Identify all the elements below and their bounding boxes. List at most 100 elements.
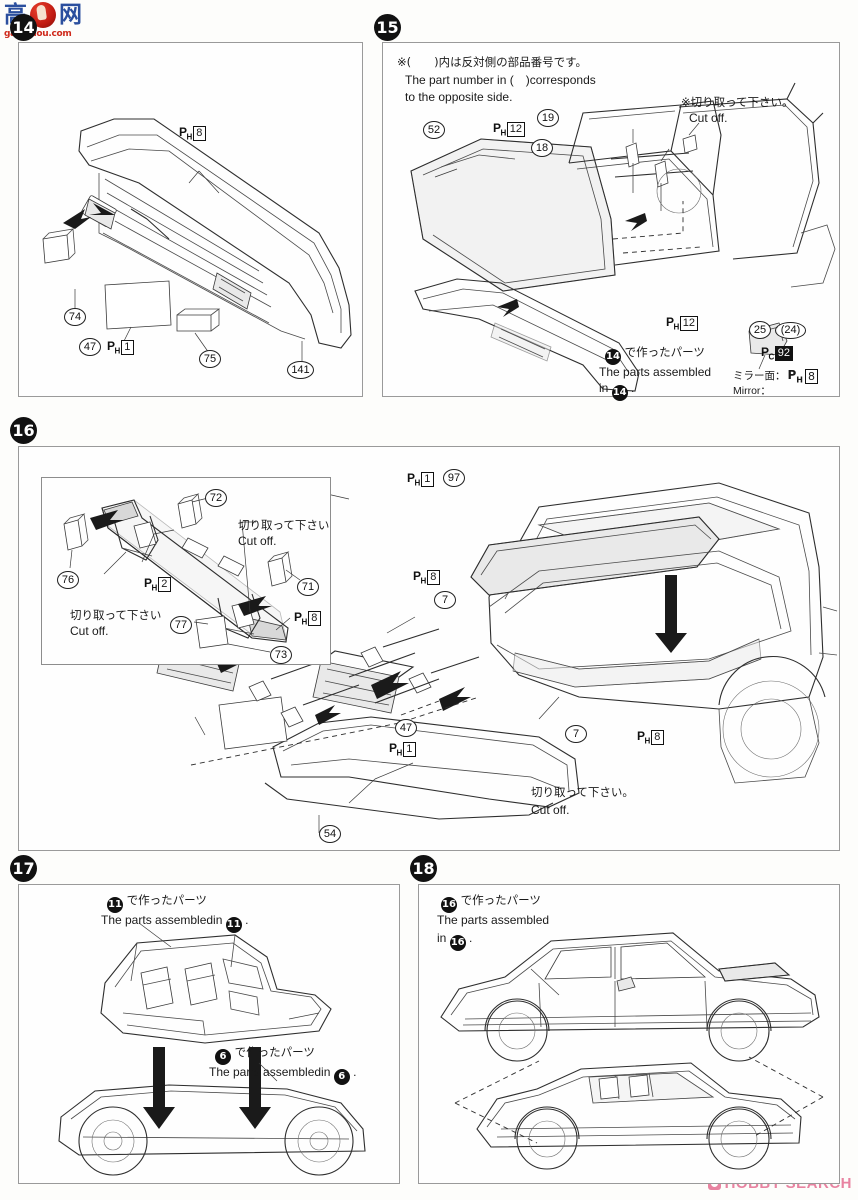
paint-code-ph8-p16-right: PH 8 [637, 729, 664, 746]
part-24-inner: (24) [774, 321, 807, 339]
paint-prefix: PH [493, 121, 506, 138]
paint-code-ph1-p14: PH 1 [107, 339, 134, 356]
inline-step-14-b: 14 [611, 384, 628, 401]
paint-prefix: PH [389, 741, 402, 758]
panel-15: ※( )内は反対側の部品番号です。 The part number in ( )… [382, 42, 840, 401]
assembled-note-jp-p15: 14 で作ったパーツ [605, 345, 705, 365]
part-balloon-25: 25 [749, 321, 771, 339]
part-balloon-72: 72 [205, 489, 227, 507]
paint-code-ph1-p16: PH 1 [407, 471, 434, 488]
panel17-label-a-en: The parts assembledin 11 . [101, 913, 248, 933]
paint-code: 92 [774, 346, 794, 362]
panel-17-artwork [58, 922, 366, 1176]
inset-cutoff-en-1: Cut off. [238, 534, 277, 548]
assembled-jp-text: で作ったパーツ [624, 345, 705, 359]
panel-18: 16 で作ったパーツ The parts assembled in 16 . [418, 884, 840, 1184]
paint-prefix: PH [637, 729, 650, 746]
paint-code: 12 [506, 122, 526, 138]
logo-characters: 高 网 [4, 2, 82, 28]
inline-step-14: 14 [605, 348, 621, 365]
inset-cutoff-jp-1: 切り取って下さい [238, 518, 330, 532]
paint-code-ph1-p16-lower: PH 1 [389, 741, 416, 758]
panel18-label-jp: 16 で作ったパーツ [441, 893, 541, 913]
panel-18-artwork [440, 932, 824, 1170]
inset-artwork [63, 493, 301, 653]
paint-code: 1 [402, 742, 416, 758]
inline-step-11: 11 [107, 896, 123, 913]
paint-code: 2 [157, 577, 171, 593]
paint-code: 1 [420, 472, 434, 488]
part-balloon-47: 47 [79, 338, 101, 356]
panel17-label-b-jp: 6 で作ったパーツ [215, 1045, 315, 1065]
paint-prefix: PH [294, 610, 307, 627]
paint-prefix: PH [107, 339, 120, 356]
paint-prefix: PH [407, 471, 420, 488]
paint-code-ph2-inset: PH 2 [144, 576, 171, 593]
part-balloon-71: 71 [297, 578, 319, 596]
paint-code-ph8-inset: PH 8 [294, 610, 321, 627]
label-a-en-text: The parts assembledin [101, 913, 223, 927]
assembled-note-en-p15: The parts assembled [599, 365, 712, 379]
inline-step-6: 6 [215, 1048, 231, 1065]
part-balloon-97: 97 [443, 469, 465, 487]
step-badge-18: 18 [410, 855, 437, 882]
paint-code: 8 [307, 611, 321, 627]
paint-code: 8 [805, 369, 818, 385]
paint-code-ph8-p14: PH 8 [179, 125, 206, 142]
panel-14: PH 8 74 47 PH 1 75 141 [18, 42, 363, 397]
paint-code: 8 [192, 126, 206, 142]
paint-code-ph12-bottom: PH 12 [666, 315, 699, 332]
step-badge-16: 16 [10, 417, 37, 444]
label-b-en-text: The parts assembledin [209, 1065, 331, 1079]
panel18-label-en-2: in 16 . [437, 931, 472, 951]
inset-cutoff-en-2: Cut off. [70, 624, 109, 638]
paint-prefix: PH [179, 125, 192, 142]
panel-17: 11 で作ったパーツ The parts assembledin 11 . 6 … [18, 884, 400, 1184]
paint-prefix: PH [787, 368, 804, 385]
paint-code-pc92: PC 92 [761, 345, 794, 362]
part-balloon-52: 52 [423, 121, 445, 139]
part-balloon-18: 18 [531, 139, 553, 157]
panel-14-artwork [42, 118, 352, 363]
gaoshou-logo: 高 网 gao-shou.com [4, 2, 90, 44]
assembled-in-word: in [599, 381, 609, 395]
assembled-note-en-p15-2: in 14 . [599, 381, 634, 401]
panel16-cutoff-en: Cut off. [531, 803, 570, 817]
paint-prefix: PH [413, 569, 426, 586]
part-balloon-77: 77 [170, 616, 192, 634]
part-balloon-141: 141 [287, 361, 314, 379]
label-jp-text: で作ったパーツ [460, 893, 541, 907]
logo-url: gao-shou.com [4, 29, 72, 39]
paint-prefix: PH [144, 576, 157, 593]
paint-code-ph12-top: PH 12 [493, 121, 526, 138]
part-balloon-76: 76 [57, 571, 79, 589]
opposite-side-note-en-1: The part number in ( )corresponds [405, 73, 596, 87]
mirror-note-jp: ミラー面： PH 8 [733, 368, 818, 386]
panel17-label-a-jp: 11 で作ったパーツ [107, 893, 207, 913]
step-badge-15: 15 [374, 14, 401, 41]
panel17-label-b-en: The parts assembledin 6 . [209, 1065, 356, 1085]
step-badge-17: 17 [10, 855, 37, 882]
panel-16-inset: 76 72 71 77 73 PH 2 PH 8 切り取って下さい Cut of… [41, 477, 331, 665]
panel-16-artwork [156, 482, 838, 833]
opposite-side-note-jp: ※( )内は反対側の部品番号です。 [397, 55, 587, 69]
panel18-label-en-1: The parts assembled [437, 913, 550, 927]
panel-16: 76 72 71 77 73 PH 2 PH 8 切り取って下さい Cut of… [18, 446, 840, 851]
part-balloon-7-upper: 7 [434, 591, 456, 609]
label-a-jp-text: で作ったパーツ [126, 893, 207, 907]
paint-code: 12 [679, 316, 699, 332]
inline-step-16-b: 16 [449, 934, 466, 951]
panel16-cutoff-jp: 切り取って下さい。 [531, 785, 634, 799]
part-balloon-7-lower: 7 [565, 725, 587, 743]
label-in-word: in [437, 931, 447, 945]
part-balloon-54: 54 [319, 825, 341, 843]
mirror-note-en: Mirror： [733, 385, 771, 397]
step-badge-14: 14 [10, 14, 37, 41]
part-balloon-19: 19 [537, 109, 559, 127]
opposite-side-note-en-2: to the opposite side. [405, 90, 513, 104]
part-balloon-75: 75 [199, 350, 221, 368]
label-b-jp-text: で作ったパーツ [234, 1045, 315, 1059]
cutoff-note-jp-p15: ※切り取って下さい。 [681, 95, 794, 109]
part-balloon-24-opposite: (24) [774, 321, 807, 339]
paint-code: 8 [650, 730, 664, 746]
